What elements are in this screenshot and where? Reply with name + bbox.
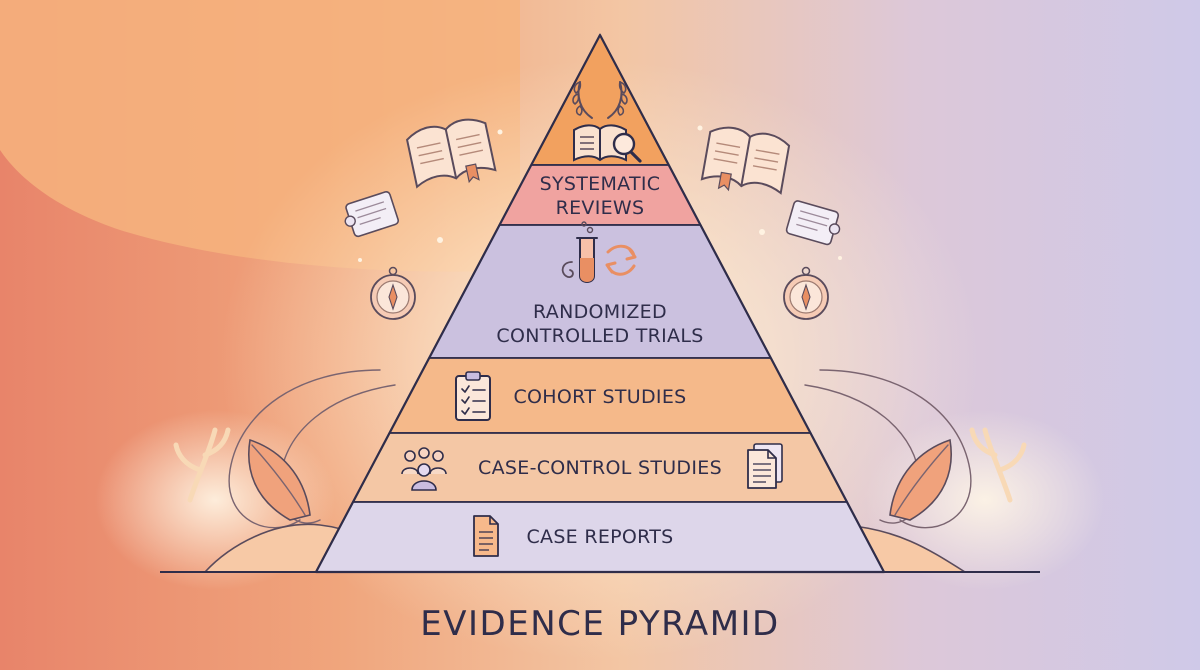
left-open-book-icon — [405, 118, 497, 189]
tier-label-case-reports: CASE REPORTS — [526, 526, 673, 548]
tier-label-cohort-studies: COHORT STUDIES — [513, 386, 686, 408]
document-icon — [473, 515, 499, 557]
book-magnifier-icon — [573, 124, 642, 163]
left-leaves — [173, 427, 311, 521]
left-compass-icon — [370, 266, 416, 320]
right-compass-icon — [783, 266, 829, 320]
right-open-book-icon — [700, 126, 791, 195]
pyramid-tier-bands — [314, 33, 886, 573]
right-scroll-icon — [785, 200, 841, 246]
stacked-documents-icon — [747, 443, 783, 489]
evidence-pyramid: SYSTEMATIC REVIEWS RANDOMIZED CONTROLLED… — [314, 33, 886, 574]
right-floating-icons — [697, 125, 842, 320]
left-sprig-icon — [173, 427, 231, 503]
pyramid-outline — [314, 33, 886, 574]
right-leaves — [889, 427, 1027, 521]
test-tube-cycle-icon — [561, 221, 637, 283]
left-swirl-line — [228, 369, 381, 529]
tier-label-systematic-reviews-line2: REVIEWS — [556, 197, 645, 219]
right-sparkles — [697, 125, 842, 260]
left-leaf-vein — [251, 444, 306, 516]
tier-label-rct-line1: RANDOMIZED — [533, 301, 667, 323]
tier-label-rct-line2: CONTROLLED TRIALS — [496, 325, 703, 347]
left-floating-icons — [344, 118, 503, 320]
laurel-wreath-icon — [572, 80, 628, 119]
right-swirl-line — [819, 369, 972, 529]
left-sparkles — [358, 129, 503, 262]
right-sprig-icon — [969, 427, 1027, 503]
group-people-icon — [401, 447, 447, 491]
right-leaf-vein — [894, 444, 949, 516]
left-scroll-icon — [344, 191, 400, 238]
clipboard-checklist-icon — [455, 371, 491, 421]
diagram-title: EVIDENCE PYRAMID — [420, 604, 779, 644]
tier-label-case-control-studies: CASE-CONTROL STUDIES — [478, 457, 722, 479]
tier-label-systematic-reviews-line1: SYSTEMATIC — [540, 173, 661, 195]
